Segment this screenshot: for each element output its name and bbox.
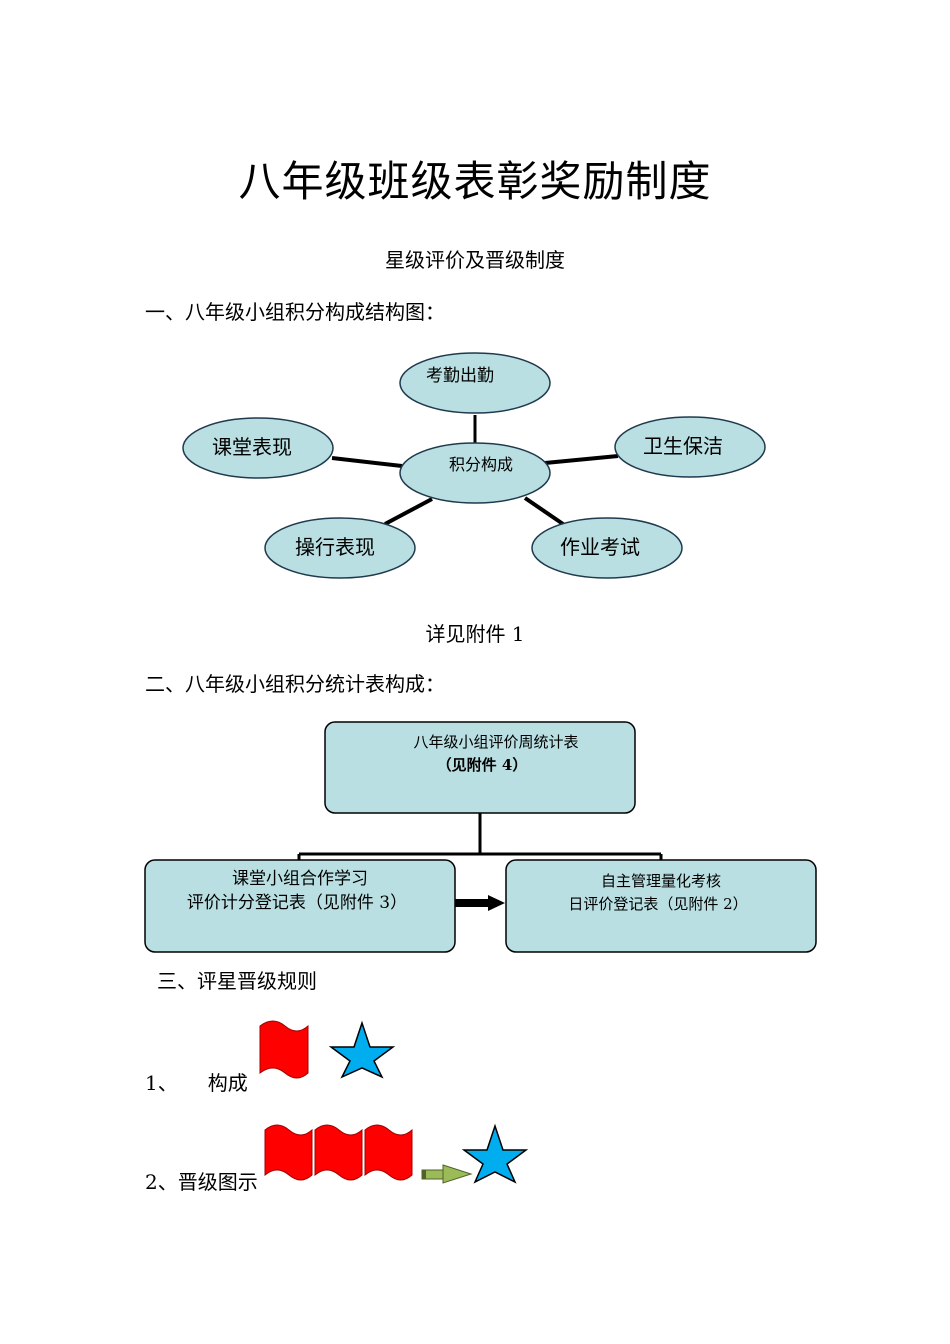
page-title: 八年级班级表彰奖励制度 (238, 157, 712, 206)
node-bottom-left: 操行表现 (264, 517, 416, 579)
weekly-table-line2: （见附件 4） (437, 756, 528, 774)
connector-bottom-left (384, 497, 433, 526)
red-flag-icon (259, 1020, 309, 1079)
score-structure-diagram: 考勤出勤 课堂表现 卫生保洁 积分构成 操行表现 作业考试 (182, 352, 766, 579)
class-cooperation-line2: 评价计分登记表（见附件 3） (187, 893, 407, 913)
blue-star-icon (328, 1020, 396, 1079)
weekly-table-box: 八年级小组评价周统计表 （见附件 4） (324, 721, 636, 814)
page-subtitle: 星级评价及晋级制度 (385, 248, 565, 272)
connector-left (331, 456, 403, 468)
node-left: 课堂表现 (182, 417, 334, 479)
class-cooperation-line1: 课堂小组合作学习 (232, 869, 368, 889)
promotion-graphic (264, 1123, 529, 1184)
red-flag-icon (364, 1124, 413, 1181)
self-management-line2: 日评价登记表（见附件 2） (568, 895, 747, 913)
node-right: 卫生保洁 (614, 416, 766, 478)
weekly-table-line1: 八年级小组评价周统计表 (413, 733, 578, 751)
statistics-table-diagram: 八年级小组评价周统计表 （见附件 4） 课堂小组合作学习 评价计分登记表（见附件… (144, 721, 817, 953)
node-top: 考勤出勤 (399, 352, 551, 414)
node-right-label: 卫生保洁 (643, 434, 723, 458)
node-bottom-right: 作业考试 (531, 517, 683, 579)
attachment-note: 详见附件 1 (425, 622, 525, 646)
right-arrow-icon (454, 895, 505, 911)
item1-label: 1、 构成 (145, 1071, 248, 1095)
self-management-line1: 自主管理量化考核 (601, 872, 721, 890)
item2-label: 2、晋级图示 (145, 1170, 258, 1194)
red-flag-icon (314, 1124, 363, 1181)
connector-right (544, 454, 619, 465)
node-top-label: 考勤出勤 (426, 366, 494, 386)
node-left-label: 课堂表现 (212, 435, 292, 459)
connector-bottom-right (523, 496, 565, 526)
red-flag-icon (264, 1124, 313, 1181)
composition-graphic (259, 1020, 396, 1079)
green-arrow-icon (421, 1164, 473, 1184)
node-center-label: 积分构成 (449, 455, 513, 474)
node-bottom-left-label: 操行表现 (295, 535, 375, 559)
blue-star-icon (461, 1123, 529, 1184)
section3-heading: 三、评星晋级规则 (157, 969, 317, 993)
node-center: 积分构成 (399, 442, 551, 504)
self-management-box: 自主管理量化考核 日评价登记表（见附件 2） (505, 859, 817, 953)
class-cooperation-box: 课堂小组合作学习 评价计分登记表（见附件 3） (144, 859, 456, 953)
section2-heading: 二、八年级小组积分统计表构成： (145, 672, 445, 696)
node-bottom-right-label: 作业考试 (560, 535, 640, 559)
section1-heading: 一、八年级小组积分构成结构图： (145, 300, 445, 324)
